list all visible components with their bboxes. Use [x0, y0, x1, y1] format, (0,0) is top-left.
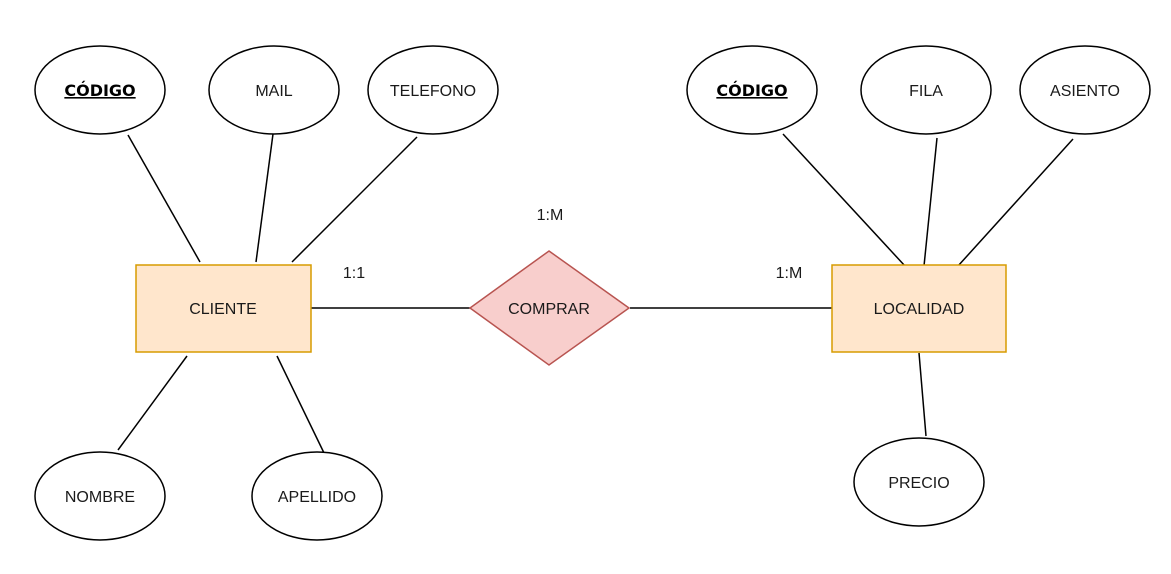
attribute-nombre-label: NOMBRE	[65, 489, 135, 506]
attribute-apellido[interactable]: APELLIDO	[251, 451, 383, 541]
entity-cliente-label: CLIENTE	[189, 301, 257, 318]
connector-cliente-codigo	[127, 134, 201, 263]
attribute-cliente-codigo[interactable]: CÓDIGO	[34, 45, 166, 135]
attribute-asiento-label: ASIENTO	[1050, 83, 1120, 100]
attribute-apellido-label: APELLIDO	[278, 489, 356, 506]
cardinality-localidad-side: 1:M	[776, 265, 803, 282]
attribute-nombre[interactable]: NOMBRE	[34, 451, 166, 541]
connector-cliente-mail	[255, 133, 274, 263]
connector-localidad-codigo	[782, 133, 906, 267]
attribute-fila[interactable]: FILA	[860, 45, 992, 135]
attribute-cliente-codigo-label: CÓDIGO	[64, 81, 135, 100]
entity-cliente[interactable]: CLIENTE	[135, 264, 312, 353]
entity-localidad[interactable]: LOCALIDAD	[831, 264, 1007, 353]
attribute-telefono[interactable]: TELEFONO	[367, 45, 499, 135]
connector-cliente-apellido	[276, 355, 326, 456]
entity-localidad-label: LOCALIDAD	[874, 301, 965, 318]
connector-cliente-telefono	[291, 136, 418, 263]
relationship-comprar-label: COMPRAR	[508, 301, 590, 318]
connector-localidad-precio	[918, 352, 927, 437]
connector-cliente-nombre	[117, 355, 188, 451]
attribute-precio[interactable]: PRECIO	[853, 437, 985, 527]
attribute-fila-label: FILA	[909, 83, 943, 100]
relationship-comprar[interactable]: COMPRAR	[468, 250, 631, 366]
attribute-localidad-codigo-label: CÓDIGO	[716, 81, 787, 100]
attribute-asiento[interactable]: ASIENTO	[1019, 45, 1151, 135]
attribute-mail-label: MAIL	[255, 83, 292, 100]
attribute-mail[interactable]: MAIL	[208, 45, 340, 135]
attribute-precio-label: PRECIO	[888, 475, 949, 492]
connector-localidad-fila	[923, 137, 938, 267]
cardinality-top: 1:M	[537, 207, 564, 224]
attribute-localidad-codigo[interactable]: CÓDIGO	[686, 45, 818, 135]
connectors	[117, 133, 1074, 456]
connector-localidad-asiento	[957, 138, 1074, 267]
attribute-telefono-label: TELEFONO	[390, 83, 476, 100]
cardinality-cliente-side: 1:1	[343, 265, 365, 282]
